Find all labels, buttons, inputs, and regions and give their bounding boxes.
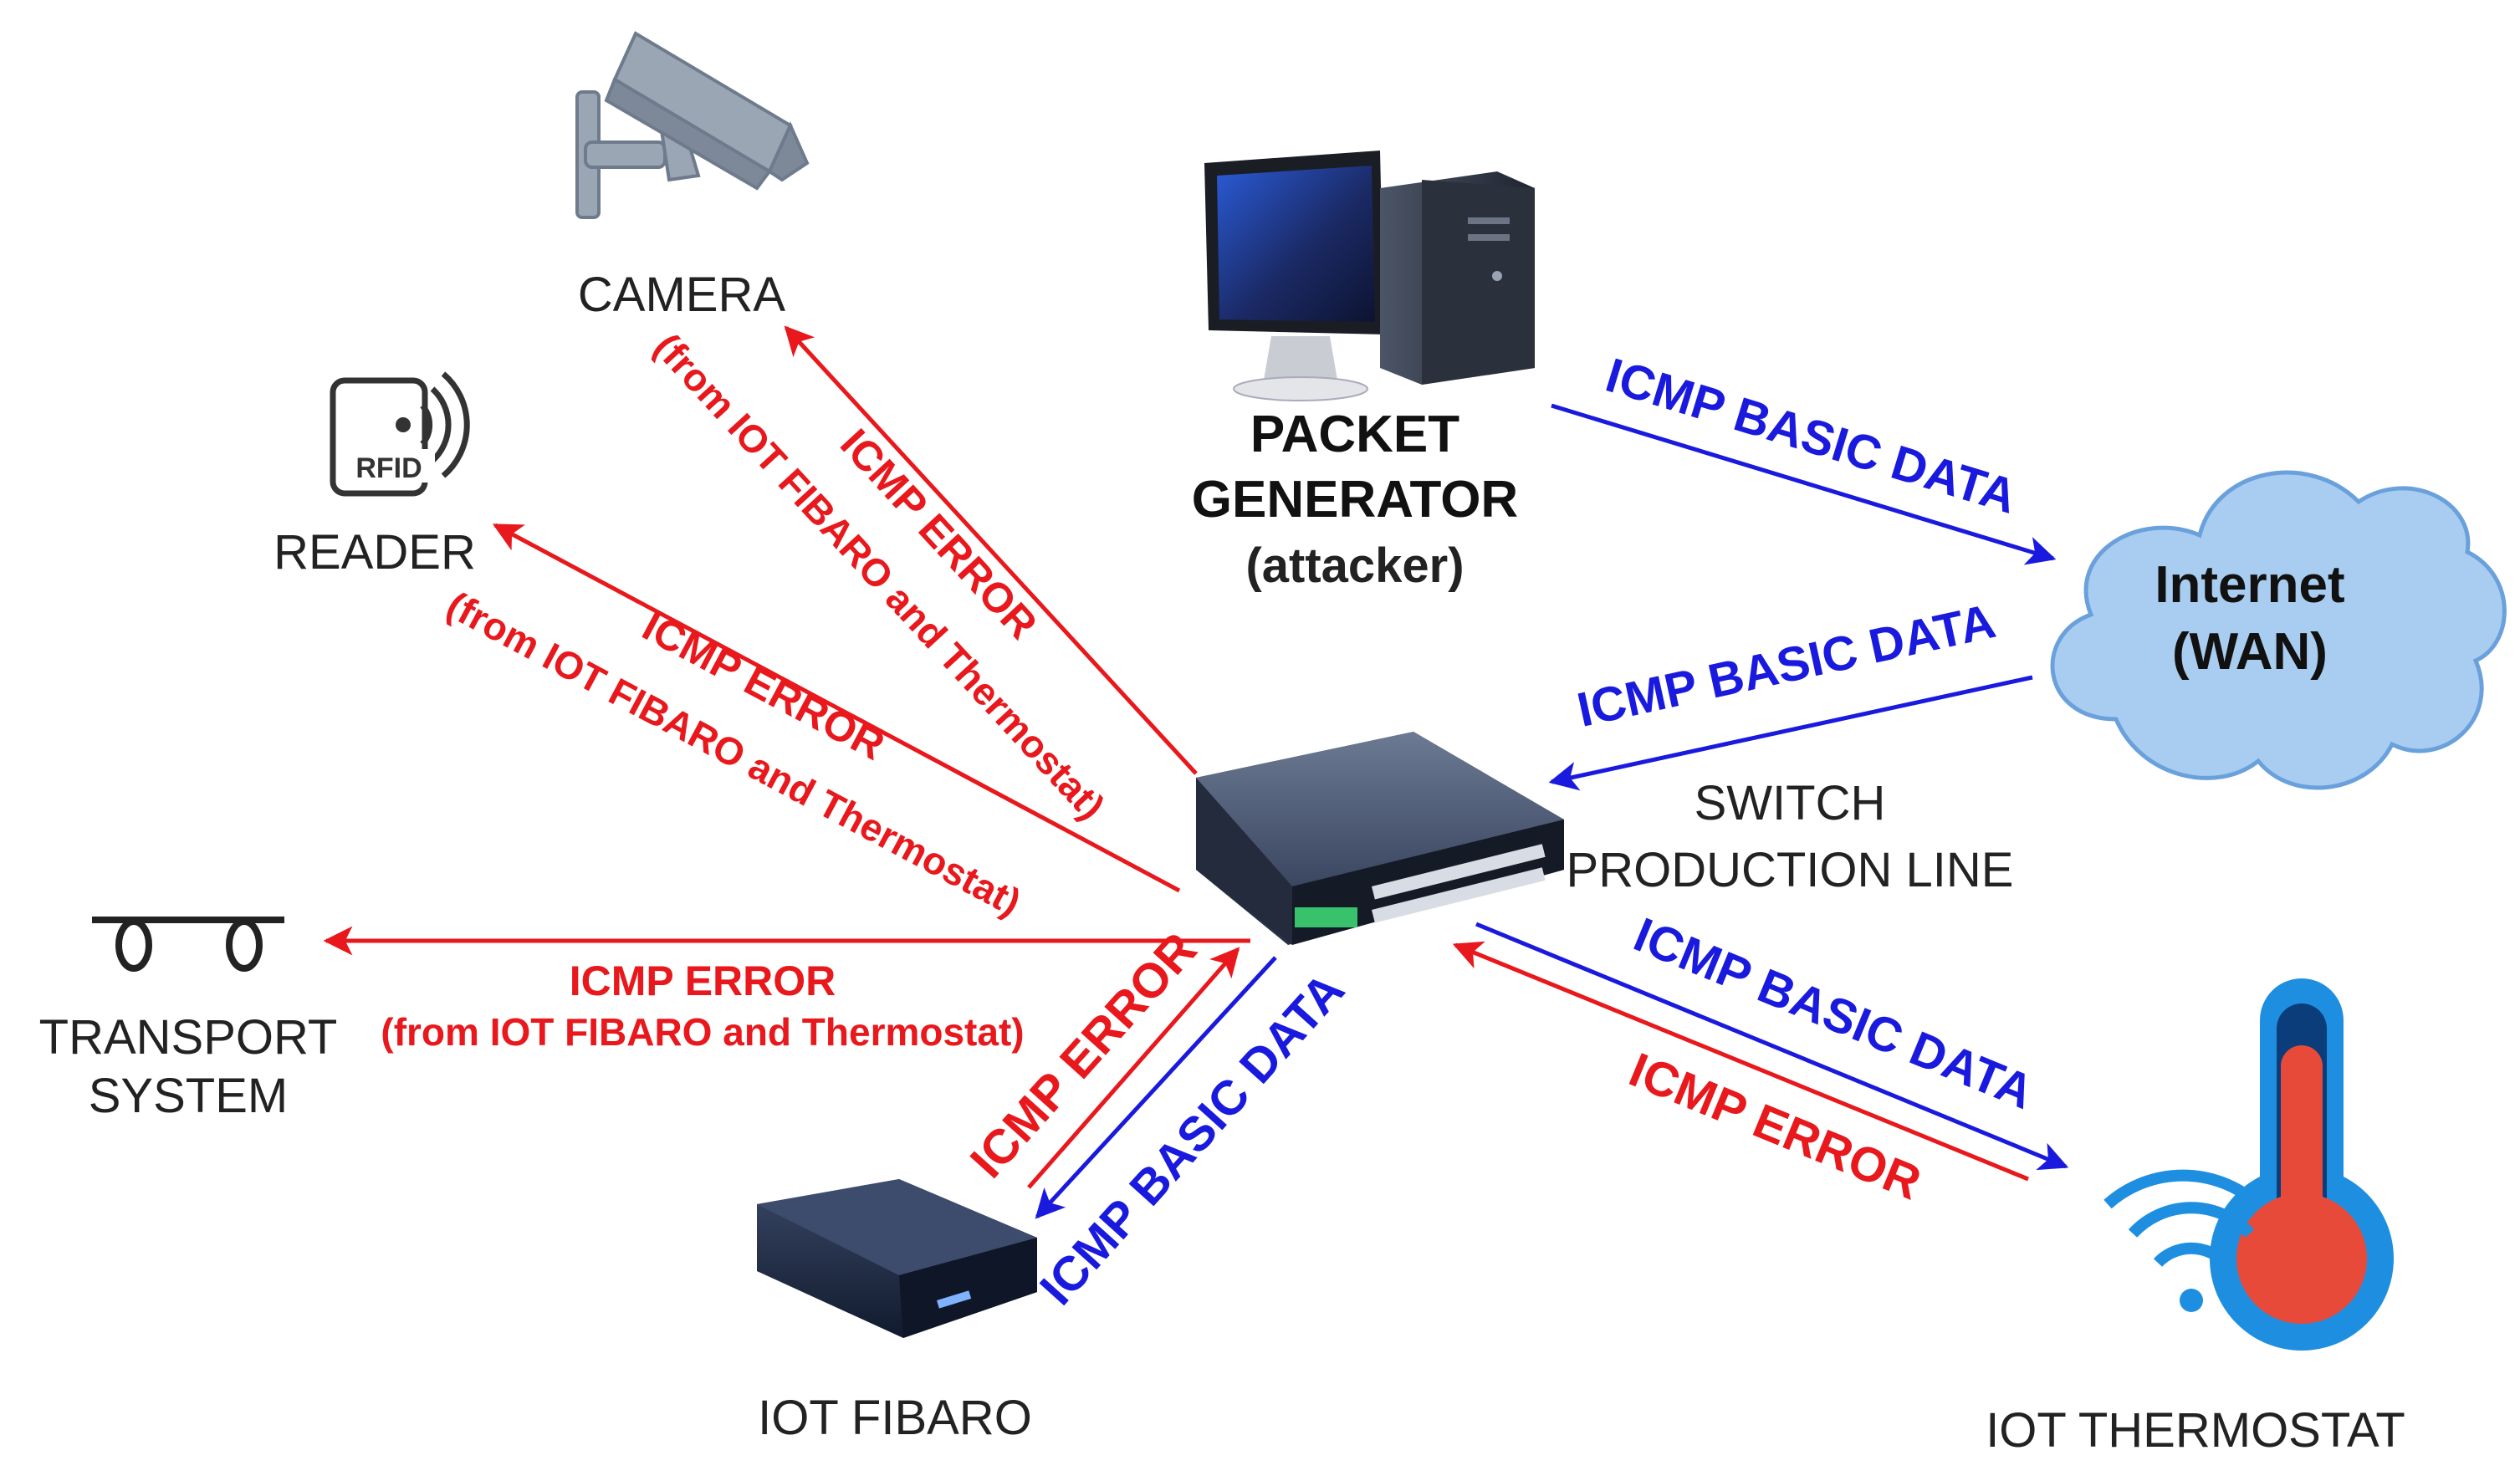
edge-internet-to-switch: ICMP BASIC DATA <box>1548 594 2033 791</box>
node-fibaro: IOT FIBARO <box>757 1179 1037 1445</box>
node-camera: CAMERA <box>575 31 810 322</box>
edge-switch-to-reader: ICMP ERROR (from IOT FIBARO and Thermost… <box>440 523 1181 924</box>
desktop-computer-icon <box>1204 151 1535 401</box>
node-reader: RFID READER <box>273 371 476 580</box>
edge-label-internet-switch: ICMP BASIC DATA <box>1572 594 2000 738</box>
edge-switch-thermostat: ICMP BASIC DATA ICMP ERROR <box>1452 907 2069 1211</box>
transport-label-line1: TRANSPORT <box>39 1010 338 1065</box>
basic-data-arrow-thermostat <box>1475 922 2069 1171</box>
internet-label-line1: Internet <box>2155 556 2344 614</box>
cloud-icon <box>2050 470 2507 790</box>
error-arrow-reader <box>492 523 1181 893</box>
edge-label-thermostat-switch: ICMP ERROR <box>1622 1043 1928 1211</box>
cctv-camera-icon <box>575 31 810 219</box>
node-thermostat: IOT THERMOSTAT <box>1986 978 2405 1458</box>
packet-generator-label-line3: (attacker) <box>1245 539 1464 593</box>
error-arrow-camera <box>784 325 1198 775</box>
edge-label-switch-fibaro: ICMP BASIC DATA <box>1030 963 1355 1315</box>
network-switch-icon <box>1196 732 1564 945</box>
node-packet-generator: PACKET GENERATOR (attacker) <box>1192 151 1535 593</box>
rfid-reader-icon: RFID <box>330 371 470 497</box>
transport-label-line2: SYSTEM <box>89 1069 289 1123</box>
thermostat-label: IOT THERMOSTAT <box>1986 1403 2405 1458</box>
rfid-badge: RFID <box>355 452 422 484</box>
error-arrow-from-fibaro <box>1027 947 1240 1189</box>
node-internet: Internet (WAN) <box>2050 470 2507 790</box>
edge-label-generator-internet: ICMP BASIC DATA <box>1600 348 2023 524</box>
conveyor-icon <box>92 917 284 972</box>
packet-generator-label-line2: GENERATOR <box>1192 471 1518 529</box>
basic-data-arrow-fibaro <box>1035 956 1277 1219</box>
basic-data-arrow-switch <box>1548 675 2033 791</box>
basic-data-arrow-internet <box>1551 403 2057 565</box>
fibaro-label: IOT FIBARO <box>758 1391 1032 1445</box>
node-transport: TRANSPORT SYSTEM <box>39 917 338 1123</box>
switch-label-line1: SWITCH <box>1694 776 1886 830</box>
switch-label-line2: PRODUCTION LINE <box>1567 843 2014 897</box>
node-switch: SWITCH PRODUCTION LINE <box>1196 732 2013 945</box>
camera-label: CAMERA <box>578 268 785 322</box>
error-arrow-from-thermostat <box>1452 941 2029 1182</box>
iot-hub-icon <box>757 1179 1037 1338</box>
edge-label-transport-title: ICMP ERROR <box>570 958 836 1004</box>
edge-generator-to-internet: ICMP BASIC DATA <box>1551 348 2057 565</box>
edge-label-transport-sub: (from IOT FIBARO and Thermostat) <box>381 1010 1024 1054</box>
internet-label-line2: (WAN) <box>2172 623 2328 681</box>
edge-switch-to-transport: ICMP ERROR (from IOT FIBARO and Thermost… <box>323 926 1250 1054</box>
wifi-thermometer-icon <box>2103 978 2394 1351</box>
packet-generator-label-line1: PACKET <box>1250 406 1459 463</box>
reader-label: READER <box>273 525 476 580</box>
